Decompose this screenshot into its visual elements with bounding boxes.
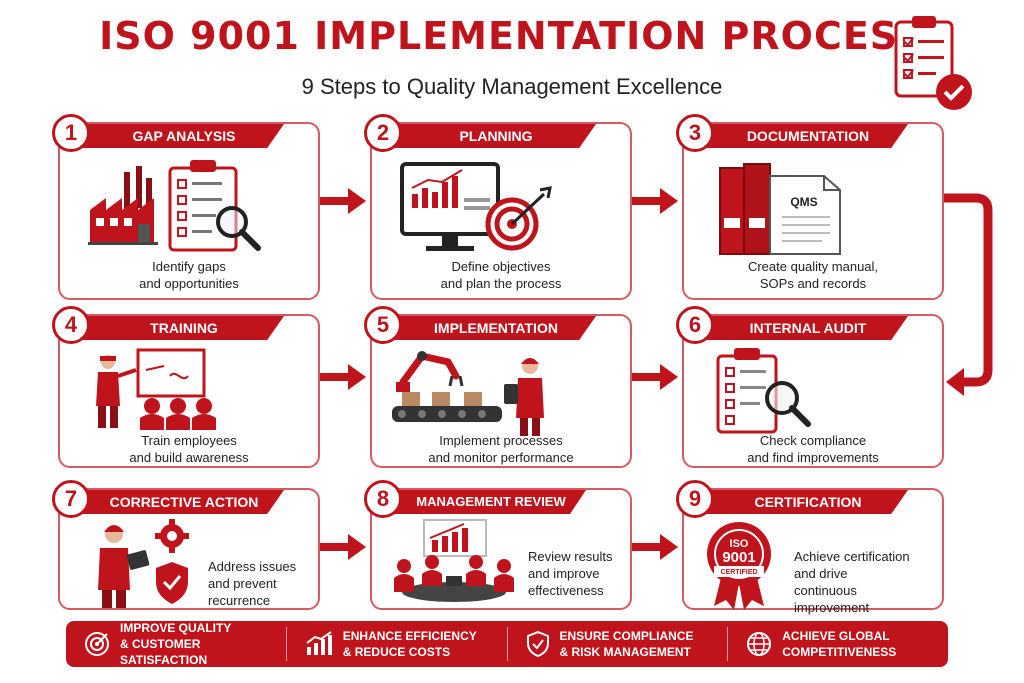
benefit-item: IMPROVE QUALITY& CUSTOMER SATISFACTION (66, 621, 287, 667)
arrow-right-icon (632, 364, 678, 390)
certification-seal-illustration: ISO 9001 CERTIFIED (707, 522, 771, 610)
step-title: IMPLEMENTATION (386, 316, 596, 340)
step-number: 1 (52, 114, 90, 152)
step-number: 5 (364, 306, 402, 344)
factory-checklist-illustration (88, 160, 261, 252)
binders-illustration: QMS (719, 163, 841, 255)
trainer-board-illustration (96, 348, 216, 430)
step-title: CORRECTIVE ACTION (74, 490, 284, 514)
benefits-bar: IMPROVE QUALITY& CUSTOMER SATISFACTION E… (66, 621, 948, 667)
step-title: CERTIFICATION (698, 490, 908, 514)
step-number: 9 (676, 480, 714, 518)
step-title: TRAINING (74, 316, 284, 340)
checklist-clipboard-icon (894, 16, 972, 110)
step-number: 3 (676, 114, 714, 152)
monitor-target-illustration (400, 162, 552, 251)
qms-label: QMS (790, 195, 817, 209)
step-number: 8 (364, 480, 402, 518)
step-number: 6 (676, 306, 714, 344)
globe-icon (747, 632, 772, 656)
benefit-label: ENHANCE EFFICIENCY& REDUCE COSTS (342, 629, 477, 659)
benefit-label: ENSURE COMPLIANCE& RISK MANAGEMENT (559, 629, 694, 659)
step-number: 2 (364, 114, 402, 152)
meeting-illustration (394, 519, 514, 602)
arrow-right-icon (320, 364, 366, 390)
target-icon (85, 632, 109, 656)
step-number: 4 (52, 306, 90, 344)
robot-conveyor-illustration (392, 351, 544, 436)
shield-check-icon (526, 631, 549, 657)
step-title: PLANNING (386, 124, 596, 148)
step-description: Create quality manual,SOPs and records (747, 259, 879, 291)
arrow-right-icon (320, 188, 366, 214)
benefit-label: IMPROVE QUALITY& CUSTOMER SATISFACTION (120, 621, 232, 667)
arrow-right-icon (632, 534, 678, 560)
connector-arrow-icon (944, 193, 993, 396)
growth-chart-icon (306, 631, 332, 655)
arrow-right-icon (320, 534, 366, 560)
benefit-item: ENSURE COMPLIANCE& RISK MANAGEMENT (508, 627, 729, 661)
benefit-item: ENHANCE EFFICIENCY& REDUCE COSTS (287, 627, 508, 661)
step-title: DOCUMENTATION (698, 124, 908, 148)
seal-number-label: 9001 (722, 549, 755, 566)
worker-gear-illustration (98, 519, 189, 608)
step-title: GAP ANALYSIS (74, 124, 284, 148)
page-subtitle: 9 Steps to Quality Management Excellence (301, 74, 723, 99)
arrow-right-icon (632, 188, 678, 214)
seal-iso-label: ISO (730, 538, 749, 550)
page-title: ISO 9001 IMPLEMENTATION PROCESS (99, 14, 925, 58)
step-title: INTERNAL AUDIT (698, 316, 908, 340)
step-card-documentation: 3 DOCUMENTATION QMS Create quality manua… (676, 114, 944, 300)
step-card-certification: 9 CERTIFICATION ISO 9001 CERTIFIED Achie… (676, 480, 944, 615)
step-number: 7 (52, 480, 90, 518)
step-title: MANAGEMENT REVIEW (386, 490, 586, 514)
audit-clipboard-illustration (716, 348, 811, 434)
seal-certified-label: CERTIFIED (721, 569, 758, 576)
